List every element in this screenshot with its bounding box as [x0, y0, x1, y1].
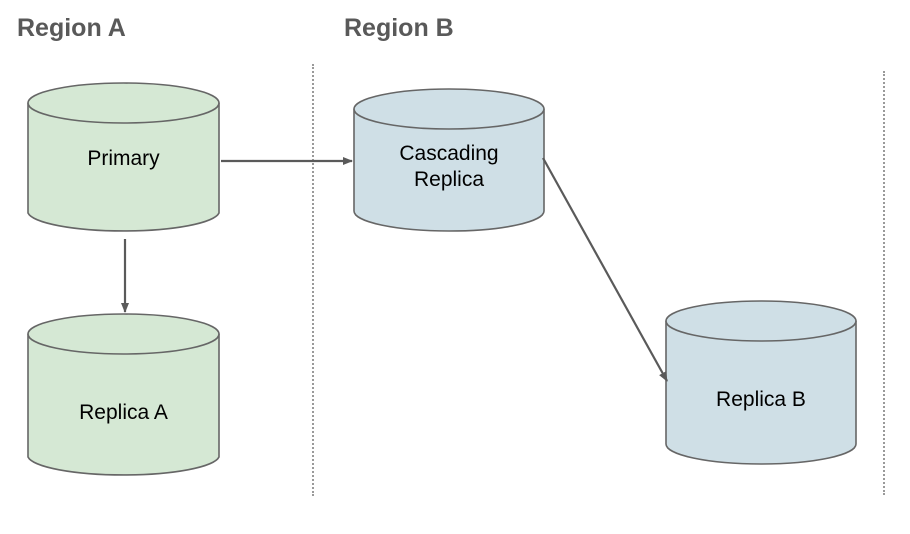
node-replica-a[interactable]: Replica A [27, 313, 220, 478]
cylinder-top [353, 88, 545, 130]
cylinder-top [27, 82, 220, 124]
region-a-label: Region A [17, 14, 126, 42]
cylinder-body [353, 108, 545, 232]
region-b-label: Region B [344, 14, 454, 42]
node-replica-b[interactable]: Replica B [665, 300, 857, 465]
region-divider-left [312, 64, 314, 496]
cylinder-body [27, 102, 220, 232]
cylinder-body [665, 320, 857, 465]
region-divider-right [883, 71, 885, 495]
cylinder-body [27, 333, 220, 476]
cylinder-top [27, 313, 220, 355]
cylinder-top [665, 300, 857, 342]
edge-cascading-to-replica-b [542, 157, 668, 382]
node-cascading-replica[interactable]: Cascading Replica [353, 88, 545, 232]
node-primary[interactable]: Primary [27, 82, 220, 234]
